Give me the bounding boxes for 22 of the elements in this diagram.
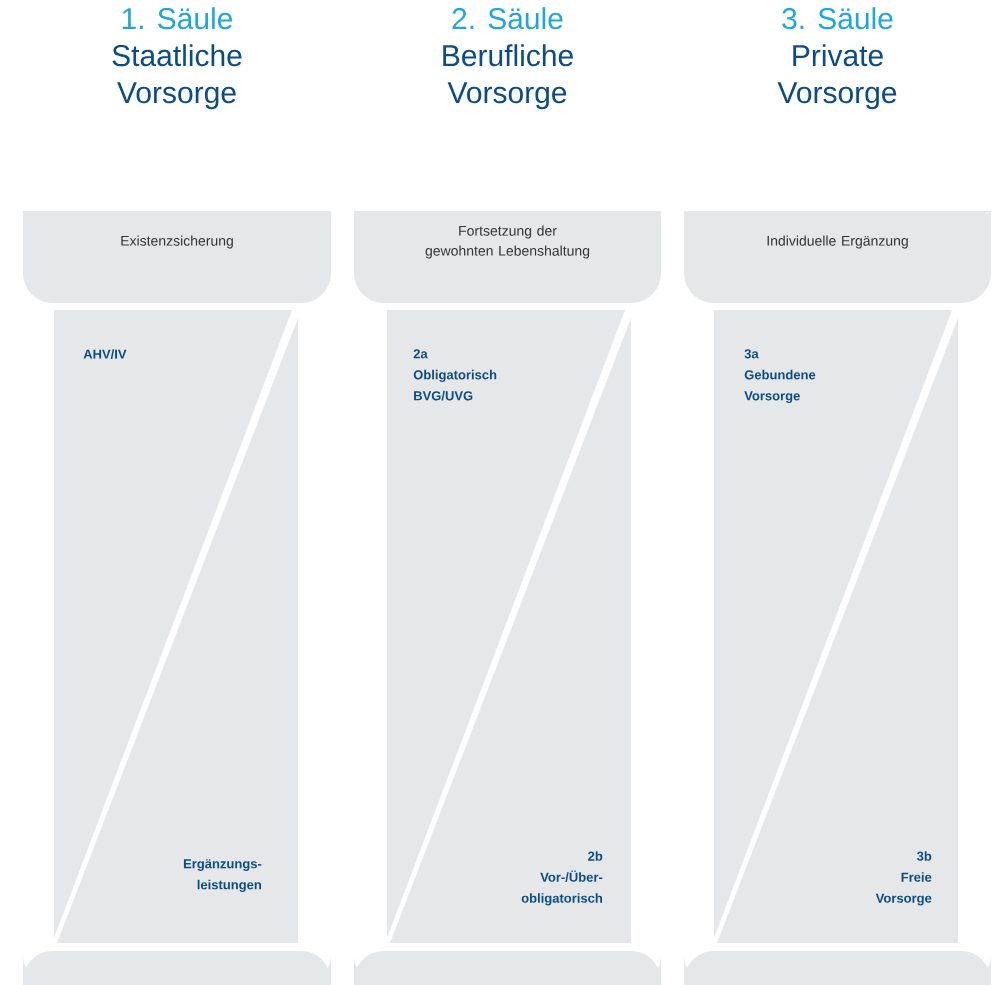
node-label: Freie Vorsorge — [875, 872, 932, 906]
base-block — [23, 951, 331, 985]
node-label: Vor-/Über- obligatorisch — [521, 870, 603, 906]
node-label: 3a — [744, 349, 759, 359]
capital-box: Fortsetzung der gewohnten Lebenshaltung — [354, 211, 661, 303]
base-block — [354, 951, 661, 985]
node-label: Gebundene Vorsorge — [744, 369, 816, 404]
pillar-number: 1. Säule — [122, 7, 233, 30]
pillar-number: 3. Säule — [782, 7, 893, 30]
node-label: Ergänzungs- leistungen — [183, 859, 262, 892]
pillar-number: 2. Säule — [452, 7, 563, 30]
capital-box: Existenzsicherung — [23, 211, 331, 303]
node-label: 3b — [916, 851, 932, 861]
pillar-title: Berufliche Vorsorge — [443, 44, 573, 110]
pillar-title: Staatliche Vorsorge — [112, 44, 242, 110]
node-label: 2b — [588, 851, 603, 861]
pillar-title: Private Vorsorge — [777, 44, 897, 110]
node-label: 2a — [413, 349, 428, 359]
capital-box: Individuelle Ergänzung — [684, 211, 991, 303]
base-block — [684, 951, 991, 985]
node-label: Obligatorisch BVG/UVG — [413, 369, 497, 401]
node-label: AHV/IV — [83, 349, 127, 359]
